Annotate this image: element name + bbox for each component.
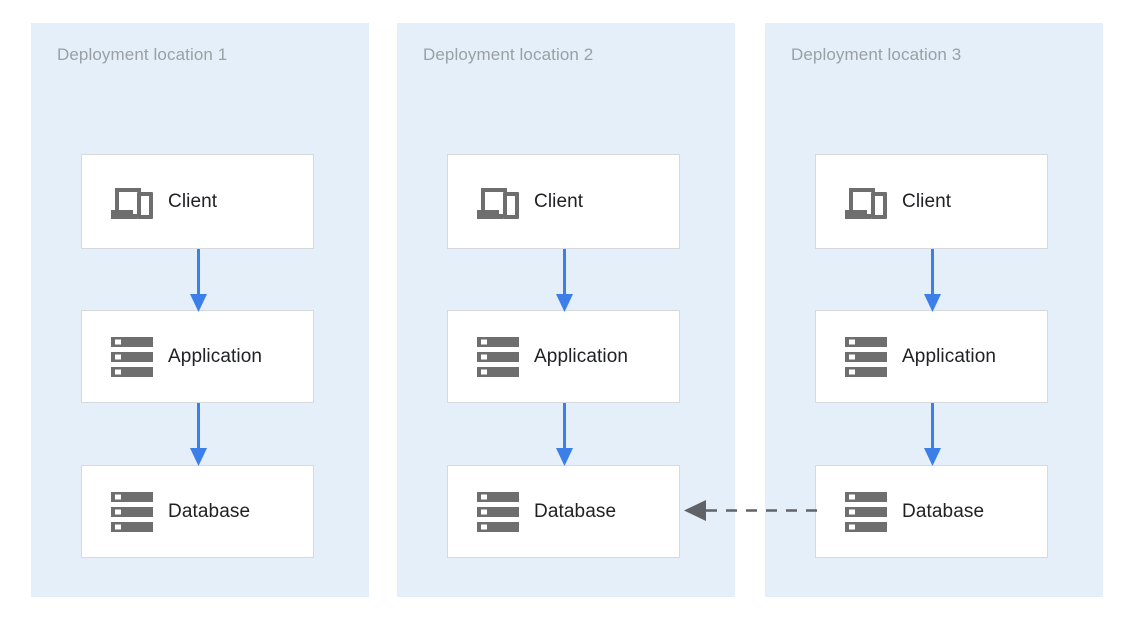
loc1-application-node[interactable]: Application xyxy=(81,310,314,403)
deployment-location-2-title: Deployment location 2 xyxy=(423,45,594,64)
devices-icon xyxy=(470,184,526,220)
server-rack-icon xyxy=(838,491,894,532)
loc3-database-node[interactable]: Database xyxy=(815,465,1048,558)
loc2-database-node[interactable]: Database xyxy=(447,465,680,558)
loc3-application-node[interactable]: Application xyxy=(815,310,1048,403)
devices-icon xyxy=(104,184,160,220)
deployment-location-3-title: Deployment location 3 xyxy=(791,45,962,64)
loc2-application-label: Application xyxy=(534,345,629,367)
loc1-client-node[interactable]: Client xyxy=(81,154,314,249)
devices-icon xyxy=(838,184,894,220)
deployment-location-2-panel: Deployment location 2 Client xyxy=(397,23,735,597)
loc2-database-label: Database xyxy=(534,500,617,522)
deployment-location-1-title: Deployment location 1 xyxy=(57,45,228,64)
server-rack-icon xyxy=(470,491,526,532)
loc3-client-label: Client xyxy=(902,190,952,212)
loc1-database-node[interactable]: Database xyxy=(81,465,314,558)
server-rack-icon xyxy=(470,336,526,377)
loc3-database-label: Database xyxy=(902,500,985,522)
server-rack-icon xyxy=(838,336,894,377)
server-rack-icon xyxy=(104,336,160,377)
deployment-location-1-panel: Deployment location 1 Client xyxy=(31,23,369,597)
loc2-client-node[interactable]: Client xyxy=(447,154,680,249)
loc1-database-label: Database xyxy=(168,500,251,522)
loc2-client-label: Client xyxy=(534,190,584,212)
loc3-client-node[interactable]: Client xyxy=(815,154,1048,249)
loc1-application-label: Application xyxy=(168,345,263,367)
loc2-application-node[interactable]: Application xyxy=(447,310,680,403)
loc3-application-label: Application xyxy=(902,345,997,367)
server-rack-icon xyxy=(104,491,160,532)
deployment-location-3-panel: Deployment location 3 Client xyxy=(765,23,1103,597)
loc1-client-label: Client xyxy=(168,190,218,212)
